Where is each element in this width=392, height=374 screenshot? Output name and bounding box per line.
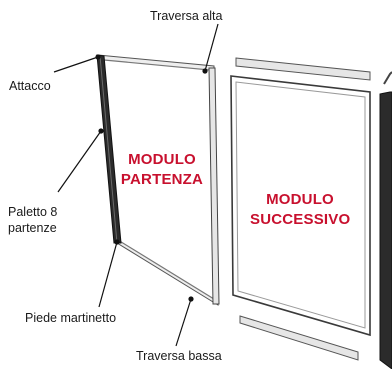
module-successivo-label: MODULO SUCCESSIVO (250, 190, 350, 230)
label-traversa-bassa: Traversa bassa (136, 349, 222, 363)
top-crossbar-2 (235, 57, 371, 81)
module-partenza-label: MODULO PARTENZA (118, 150, 206, 190)
module-partenza-line1: MODULO (128, 151, 196, 168)
label-traversa-alta: Traversa alta (150, 9, 223, 23)
leader-attacco (53, 56, 99, 73)
module-partenza-line2: PARTENZA (120, 171, 204, 188)
label-paletto: Paletto 8 partenze (8, 204, 57, 236)
top-hook-2 (383, 71, 392, 85)
leader-traversa-alta (204, 23, 219, 72)
label-piede-martinetto: Piede martinetto (25, 311, 117, 325)
label-paletto-line2: partenze (8, 221, 57, 235)
leader-paletto (57, 130, 102, 193)
leader-piede-martinetto (98, 241, 118, 308)
label-attacco: Attacco (9, 79, 51, 93)
module-successivo-line2: SUCCESSIVO (250, 211, 351, 228)
module-successivo-line1: MODULO (266, 191, 334, 208)
left-standard-1 (96, 54, 122, 244)
panel-2 (230, 75, 371, 337)
leader-traversa-bassa (175, 298, 192, 347)
right-standard-1 (208, 67, 220, 305)
label-paletto-line1: Paletto 8 (8, 205, 58, 219)
bottom-crossbar-2 (239, 315, 359, 361)
right-standard-2 (379, 91, 392, 370)
